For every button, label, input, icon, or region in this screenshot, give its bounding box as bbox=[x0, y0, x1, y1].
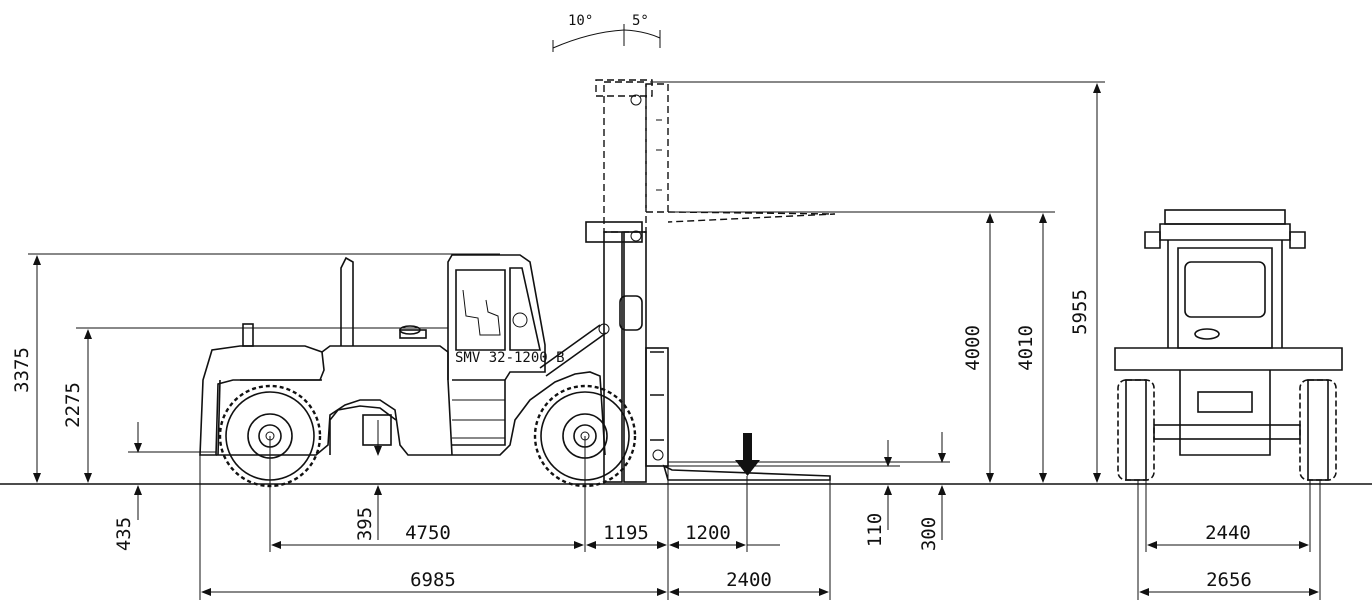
dim-wheelbase: 4750 bbox=[405, 522, 451, 544]
chassis bbox=[216, 371, 606, 456]
dim-ground-clearance-mid: 395 bbox=[354, 507, 376, 541]
dim-overall-height: 3375 bbox=[11, 347, 33, 393]
front-view-right-tire bbox=[1299, 379, 1337, 481]
rear-body bbox=[199, 345, 325, 456]
tilt-back-angle: 10° bbox=[568, 13, 593, 29]
mast bbox=[585, 79, 836, 483]
front-view bbox=[1114, 209, 1343, 481]
tilt-forward-angle: 5° bbox=[632, 13, 649, 29]
load-center-arrow bbox=[735, 433, 760, 476]
cab bbox=[447, 254, 546, 381]
dim-lift-height-1: 4000 bbox=[962, 325, 984, 371]
dim-ground-clearance-rear: 435 bbox=[113, 517, 135, 551]
side-view: SMV 32-1200 B bbox=[199, 79, 836, 488]
dim-fork-length: 2400 bbox=[726, 569, 772, 591]
dimension-lines bbox=[28, 24, 1321, 600]
dim-front-overhang: 1195 bbox=[603, 522, 649, 544]
dim-overall-width: 2656 bbox=[1206, 569, 1252, 591]
machine-label: SMV 32-1200 B bbox=[455, 350, 565, 366]
dim-seat-height: 2275 bbox=[62, 382, 84, 428]
dim-max-height: 5955 bbox=[1069, 289, 1091, 335]
dim-fork-free-lift: 300 bbox=[918, 517, 940, 551]
dim-load-center: 1200 bbox=[685, 522, 731, 544]
dim-track-width: 2440 bbox=[1205, 522, 1251, 544]
dim-fork-thickness: 110 bbox=[864, 513, 886, 547]
exhaust-pipe bbox=[340, 256, 354, 346]
front-view-left-tire bbox=[1117, 379, 1155, 481]
dim-overall-length: 6985 bbox=[410, 569, 456, 591]
cab-window bbox=[455, 269, 506, 351]
dim-lift-height-2: 4010 bbox=[1015, 325, 1037, 371]
